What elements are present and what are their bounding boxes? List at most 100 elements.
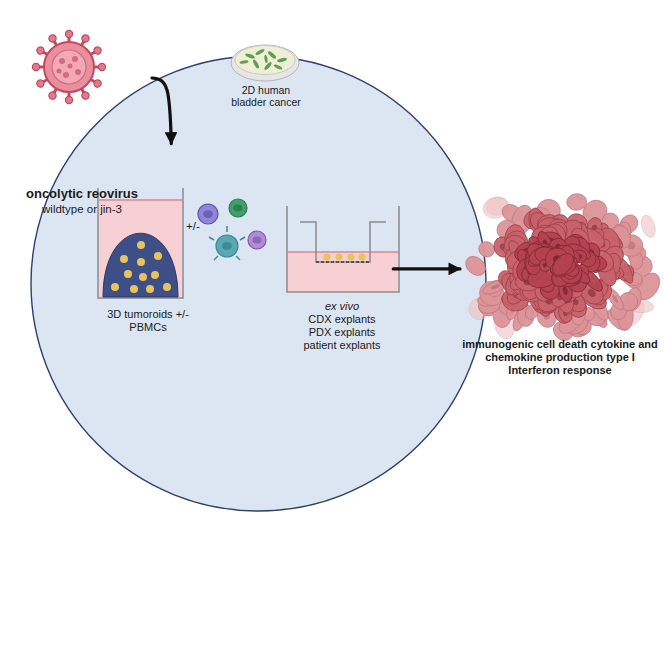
tumor-cluster (481, 276, 510, 297)
tumoroid-well (99, 200, 182, 297)
tumor-cluster (561, 294, 569, 305)
tumor-cluster (557, 302, 575, 324)
tumor-cluster (612, 224, 626, 236)
tumor-cluster (503, 246, 530, 277)
tumor-cluster (560, 219, 588, 245)
tumor-cluster (601, 212, 620, 230)
tumor-cluster (572, 249, 588, 265)
tumor-cluster (561, 233, 594, 266)
tumor-cluster (492, 304, 512, 329)
tumor-cluster (584, 216, 604, 241)
reovirus-illustration (77, 34, 90, 49)
transwell-insert (288, 251, 398, 253)
transwell-insert (323, 253, 330, 260)
tumor-cluster (543, 289, 563, 315)
tumoroid-well (103, 233, 178, 297)
tumor-cluster (623, 272, 642, 286)
tumor-cluster (590, 221, 609, 235)
tumor-cluster (599, 266, 623, 288)
tumor-cluster (553, 243, 562, 252)
tumor-cluster (616, 211, 641, 237)
reovirus-illustration (32, 30, 105, 103)
tumor-cluster (608, 300, 630, 323)
tumoroid-well (99, 199, 182, 201)
transwell-insert (335, 253, 342, 260)
reovirus-illustration (48, 34, 61, 49)
reovirus-illustration (77, 85, 90, 100)
tumor-cluster (586, 312, 606, 327)
tumor-cluster (510, 301, 532, 333)
tumor-cluster (506, 279, 515, 289)
tumor-cluster (610, 219, 634, 248)
tumoroid-well (151, 271, 159, 279)
tumor-cluster (563, 285, 583, 299)
tumor-cluster (499, 243, 507, 252)
tumor-cluster (528, 213, 548, 232)
tumor-cluster (510, 279, 517, 288)
tumor-cluster (553, 216, 586, 247)
tumor-cluster (534, 223, 562, 250)
tumor-cluster (594, 237, 612, 254)
tumor-cluster (535, 302, 559, 329)
tumor-cluster (513, 269, 527, 281)
petri-dish (267, 50, 277, 59)
tumor-cluster (592, 279, 610, 298)
tumor-cluster (562, 309, 568, 317)
tumor-cluster (563, 292, 591, 321)
tumor-cluster (510, 295, 520, 304)
tumor-cluster (545, 244, 569, 268)
tumor-cluster (531, 248, 552, 265)
tumor-cluster (576, 278, 607, 309)
petri-dish (235, 46, 295, 75)
tumor-cluster (475, 276, 509, 310)
tumoroid-well (98, 188, 183, 298)
reovirus-illustration (44, 42, 94, 92)
tumor-cluster (557, 302, 575, 324)
tumor-cluster (562, 265, 591, 296)
tumor-cluster (612, 224, 626, 236)
tumor-cluster (548, 263, 575, 290)
tumor-cluster (539, 231, 550, 242)
tumor-cluster (526, 242, 559, 268)
tumor-cluster (510, 304, 516, 313)
tumor-cluster (551, 242, 573, 262)
tumor-cluster (586, 281, 609, 307)
petri-dish (263, 61, 272, 71)
tumor-cluster (533, 242, 541, 251)
tumor-cluster (544, 215, 573, 240)
tumor-cluster (585, 246, 618, 277)
tumoroid-well (163, 283, 171, 291)
tumor-cluster (531, 247, 554, 264)
tumor-cluster (600, 242, 606, 248)
tumor-cluster (557, 245, 583, 267)
tumor-cluster (467, 297, 492, 322)
tumor-cluster (601, 212, 620, 230)
tumor-cluster (604, 306, 633, 334)
tumor-cluster (550, 268, 569, 287)
node-text: wildtype or jin-3 (12, 203, 152, 217)
tumor-cluster (585, 246, 618, 277)
tumor-cluster (533, 210, 567, 243)
tumor-cluster (514, 288, 530, 302)
tumor-cluster (498, 270, 525, 299)
tumor-cluster (504, 247, 533, 273)
tumor-cluster (515, 247, 535, 271)
tumor-cluster (520, 206, 547, 233)
tumor-cluster (618, 234, 644, 258)
tumor-cluster (561, 262, 581, 282)
tumor-cluster (579, 240, 602, 265)
culture-node: 2D human bladder cancer (224, 38, 308, 108)
tumor-cluster (590, 309, 610, 330)
reovirus-illustration (75, 69, 81, 75)
tumor-cluster (543, 311, 551, 320)
tumor-cluster (561, 266, 584, 289)
tumor-cluster (535, 302, 559, 329)
tumor-cluster (505, 224, 526, 253)
reovirus-illustration (48, 85, 61, 100)
tumor-cluster (512, 259, 529, 281)
tumor-cluster (577, 247, 600, 270)
tumor-cluster (503, 270, 524, 297)
tumor-cluster (592, 279, 610, 298)
tumor-cluster (599, 266, 623, 288)
tumor-cluster (510, 233, 524, 247)
